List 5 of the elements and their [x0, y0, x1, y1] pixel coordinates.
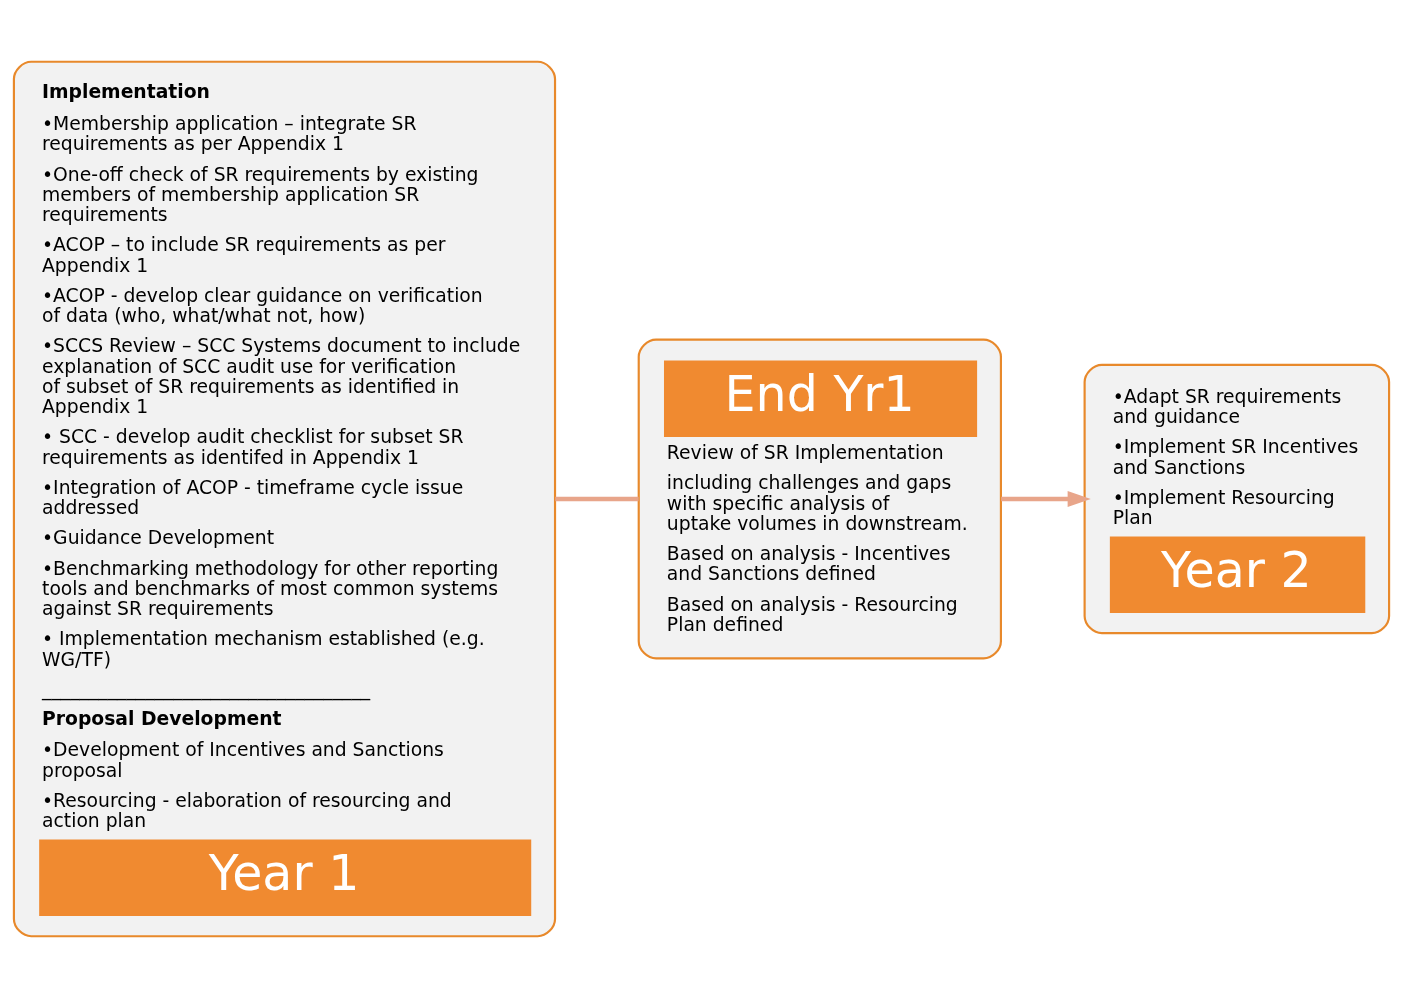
node-box: End Yr1 Review of SR Implementation including challenges and gaps with specific analysis of uptake volumes in downstream. Based on analysis - Incentives and Sanctions defined Based on analysis - Resourcing Plan defined [637, 338, 1002, 660]
node-box: •Adapt SR requirements and guidance •Implement SR Incentives and Sanctions •Implement Resourcing Plan Year 2 [1083, 363, 1391, 635]
connector [555, 496, 639, 502]
arrow [1001, 490, 1091, 508]
node-box: Implementation •Membership application – integrate SR requirements as per Appendix 1 •One-off check of SR requirements by existing members of membership application SR requirements •ACOP – to include SR requirements as per Appendix 1 •ACOP - develop clear guidance on verification of data (who, what/what not, how) •SCCS Review – SCC Systems document to include explanation of SCC audit use for verification of subset of SR requirements as identified in Appendix 1 • SCC - develop audit checklist for subset SR requirements as identifed in Appendix 1 •Integration of ACOP - timeframe cycle issue addressed •Guidance Development •Benchmarking methodology for other reporting tools and benchmarks of most common systems against SR requirements • Implementation mechanism established (e.g. WG/TF) ___________________________________ Proposal Development •Development of Incentives and Sanctions proposal •Resourcing - elaboration of resourcing and action plan Year 1 [12, 60, 557, 938]
